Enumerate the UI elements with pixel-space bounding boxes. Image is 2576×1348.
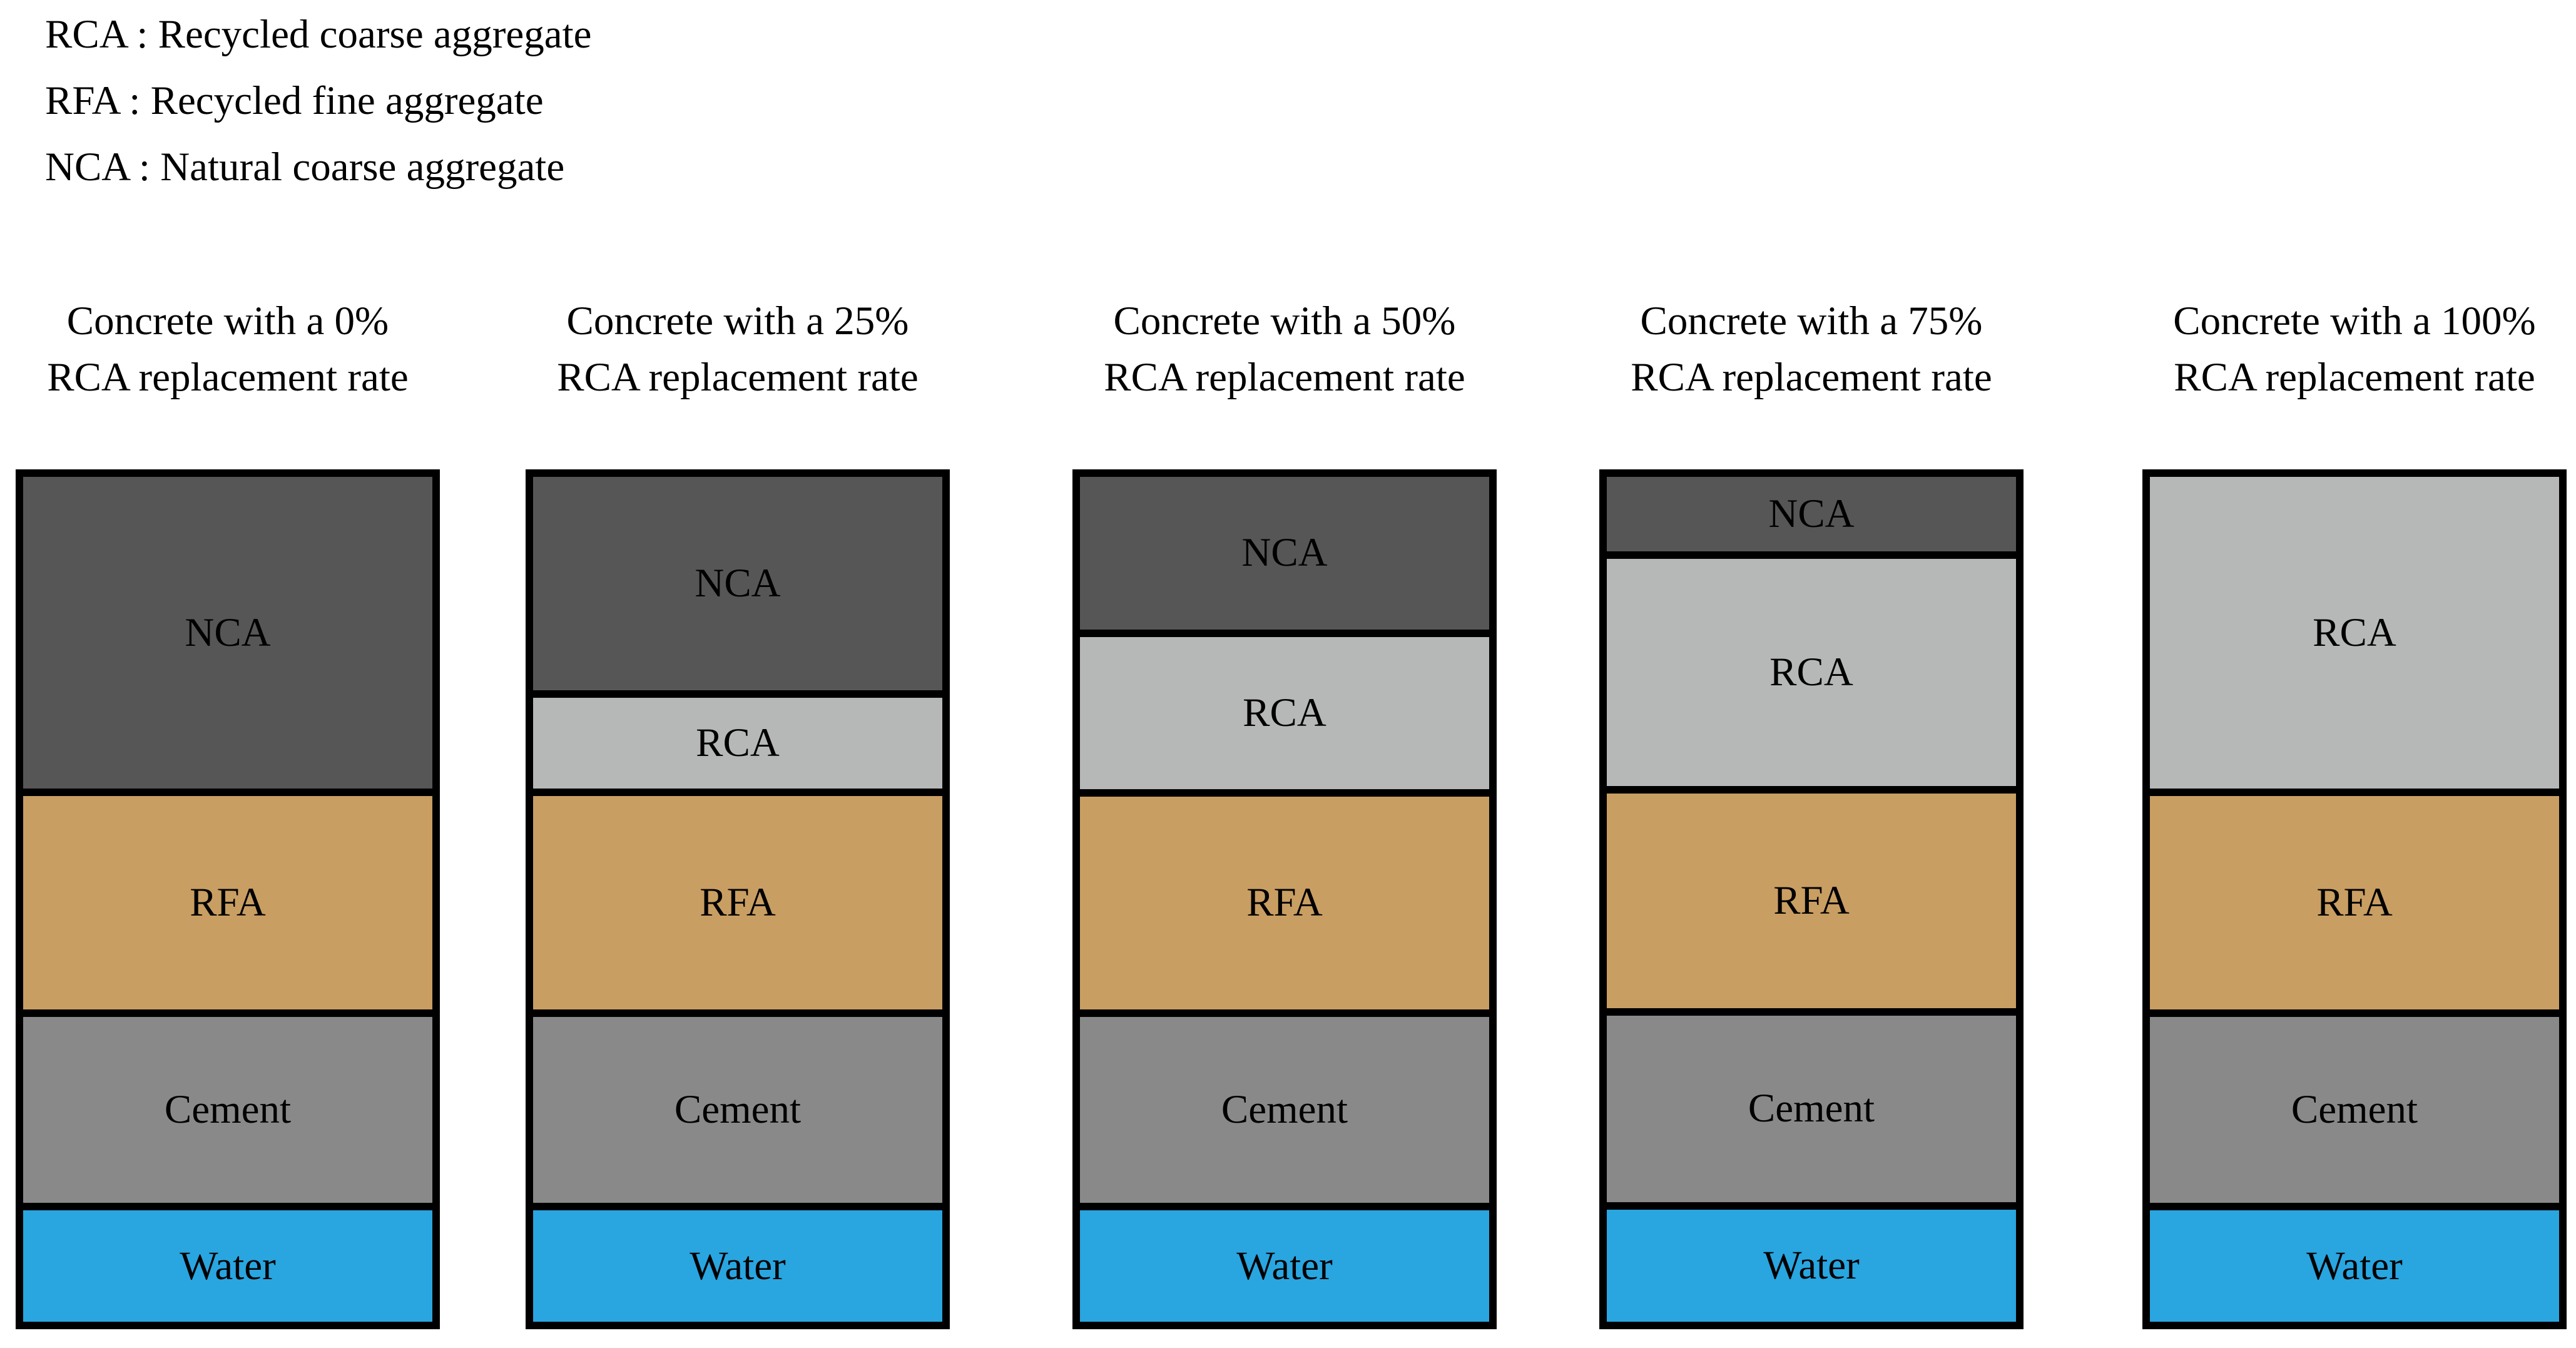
- segment-label: RFA: [2316, 880, 2393, 925]
- segment-label: Cement: [1221, 1087, 1348, 1133]
- segment-label: Water: [180, 1243, 276, 1289]
- segment-water: Water: [1080, 1203, 1489, 1322]
- column-title-line1: Concrete with a 0%: [66, 299, 389, 344]
- column-title-line1: Concrete with a 50%: [1113, 299, 1456, 344]
- segment-rfa: RFA: [1080, 789, 1489, 1010]
- segment-cement: Cement: [1607, 1008, 2016, 1203]
- segment-label: RFA: [700, 880, 776, 925]
- segment-rca: RCA: [533, 690, 942, 789]
- segment-water: Water: [1607, 1202, 2016, 1322]
- segment-nca: NCA: [533, 477, 942, 690]
- segment-rfa: RFA: [2150, 789, 2559, 1009]
- segment-water: Water: [23, 1203, 432, 1322]
- column-title-line1: Concrete with a 75%: [1640, 299, 1983, 344]
- segment-label: RFA: [190, 880, 266, 925]
- segment-label: Water: [690, 1243, 786, 1289]
- segment-rfa: RFA: [1607, 786, 2016, 1008]
- segment-label: Water: [1236, 1243, 1333, 1289]
- segment-cement: Cement: [2150, 1009, 2559, 1203]
- segment-label: Water: [1763, 1243, 1860, 1289]
- segment-label: RFA: [1773, 878, 1850, 923]
- segment-label: NCA: [1241, 530, 1328, 576]
- column-title-line1: Concrete with a 100%: [2173, 299, 2536, 344]
- segment-rca: RCA: [2150, 477, 2559, 789]
- segment-label: Cement: [164, 1087, 292, 1132]
- column-title: Concrete with a 50% RCA replacement rate: [1028, 293, 1541, 406]
- concrete-column-100: Concrete with a 100% RCA replacement rate…: [2098, 293, 2576, 1348]
- segment-label: RFA: [1246, 880, 1323, 926]
- segment-water: Water: [2150, 1203, 2559, 1322]
- column-title-line2: RCA replacement rate: [47, 355, 409, 400]
- segment-cement: Cement: [23, 1009, 432, 1203]
- segment-label: RCA: [696, 720, 780, 765]
- segment-rfa: RFA: [23, 789, 432, 1009]
- column-title-line2: RCA replacement rate: [1631, 355, 1992, 400]
- segment-water: Water: [533, 1203, 942, 1322]
- segment-label: Cement: [674, 1087, 802, 1132]
- segment-label: NCA: [695, 561, 781, 606]
- segment-cement: Cement: [1080, 1009, 1489, 1203]
- column-title-line2: RCA replacement rate: [1104, 355, 1465, 400]
- legend-item-rfa: RFA : Recycled fine aggregate: [45, 78, 544, 123]
- column-title: Concrete with a 25% RCA replacement rate: [481, 293, 994, 406]
- segment-nca: NCA: [1607, 477, 2016, 551]
- column-title-line1: Concrete with a 25%: [566, 299, 909, 344]
- segment-label: RCA: [1769, 649, 1853, 695]
- column-title-line2: RCA replacement rate: [2174, 355, 2535, 400]
- column-title: Concrete with a 100% RCA replacement rate: [2098, 293, 2576, 406]
- segment-nca: NCA: [23, 477, 432, 789]
- segment-rfa: RFA: [533, 789, 942, 1009]
- column-title: Concrete with a 75% RCA replacement rate: [1555, 293, 2068, 406]
- segment-label: RCA: [1243, 690, 1326, 735]
- legend-item-rca: RCA : Recycled coarse aggregate: [45, 12, 592, 57]
- column-title-line2: RCA replacement rate: [557, 355, 919, 400]
- segment-label: Cement: [2291, 1087, 2418, 1132]
- segment-label: NCA: [185, 610, 271, 655]
- segment-label: Water: [2306, 1243, 2403, 1289]
- column-title: Concrete with a 0% RCA replacement rate: [0, 293, 484, 406]
- segment-rca: RCA: [1080, 629, 1489, 789]
- legend: RCA : Recycled coarse aggregate RFA : Re…: [45, 1, 592, 200]
- segment-label: Cement: [1748, 1086, 1875, 1131]
- segment-rca: RCA: [1607, 551, 2016, 787]
- segment-nca: NCA: [1080, 477, 1489, 630]
- legend-item-nca: NCA : Natural coarse aggregate: [45, 145, 565, 190]
- segment-cement: Cement: [533, 1009, 942, 1203]
- segment-label: NCA: [1768, 491, 1855, 536]
- segment-label: RCA: [2313, 610, 2396, 655]
